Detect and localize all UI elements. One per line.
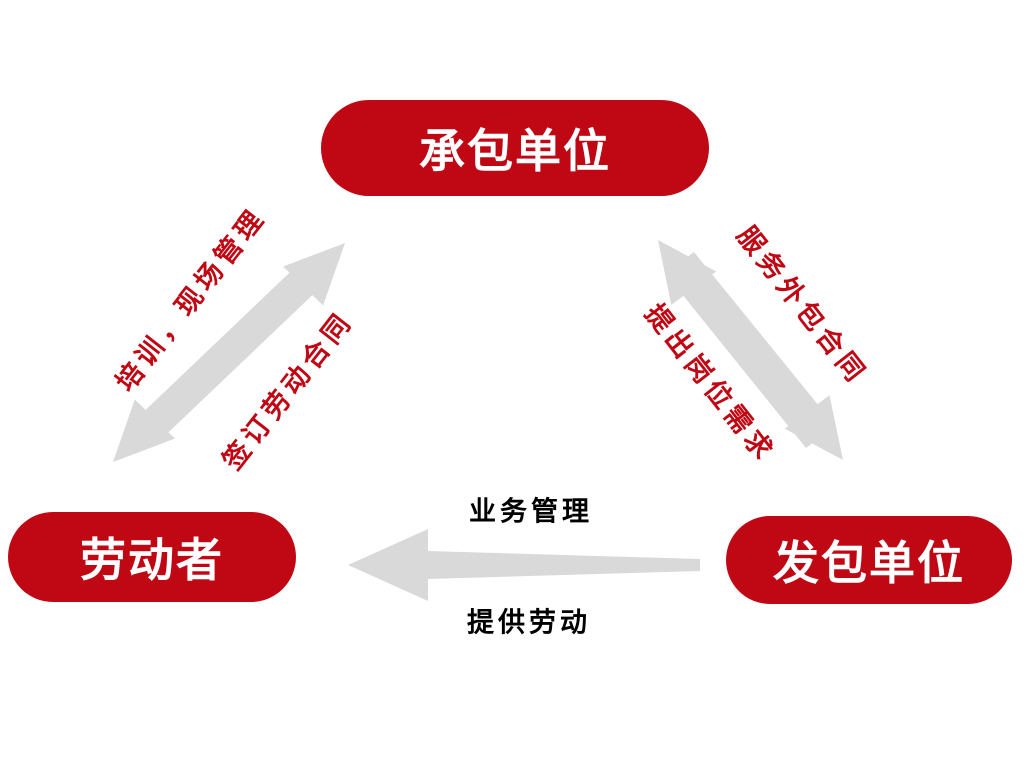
- arrow-issuer-to-worker: [348, 529, 700, 601]
- arrow-contractor-to-issuer: [686, 252, 843, 460]
- node-issuer-label: 发包单位: [773, 536, 965, 590]
- node-issuer: 发包单位: [726, 516, 1012, 604]
- arrow-worker-to-contractor: [146, 243, 345, 447]
- arrow-issuer-to-contractor: [658, 240, 814, 448]
- edge-label-provide-labor: 提供劳动: [467, 607, 591, 639]
- node-worker: 劳动者: [8, 512, 296, 602]
- node-contractor: 承包单位: [321, 100, 709, 196]
- node-contractor-label: 承包单位: [419, 124, 611, 178]
- arrow-contractor-to-worker: [113, 258, 312, 462]
- node-worker-label: 劳动者: [80, 533, 224, 587]
- edge-label-business-management: 业务管理: [469, 496, 593, 528]
